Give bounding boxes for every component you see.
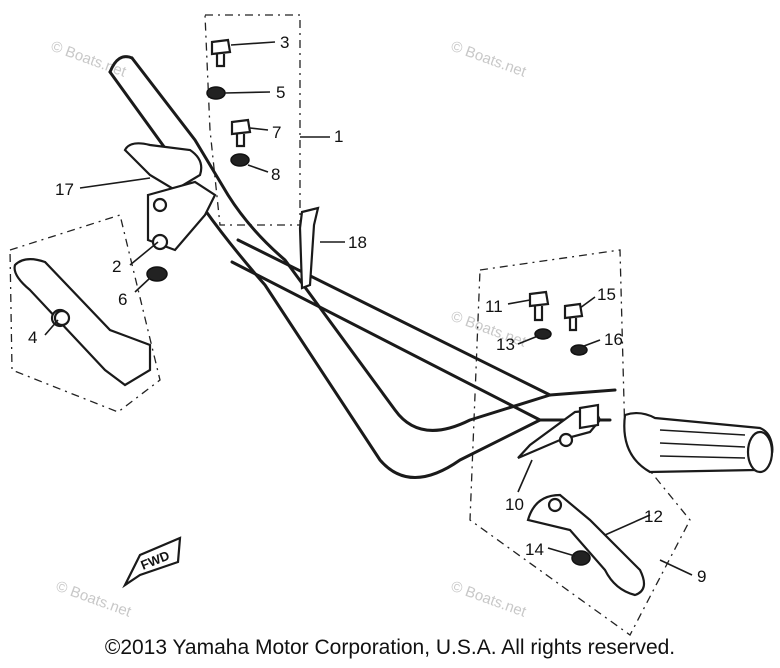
bolt-15	[563, 302, 584, 332]
watermark: © Boats.net	[449, 578, 529, 621]
callout-5: 5	[276, 83, 285, 102]
washer-8	[230, 153, 250, 167]
callout-16: 16	[604, 330, 623, 349]
holder-2-bolt-hole	[152, 197, 168, 213]
bolt-7	[230, 118, 252, 148]
bolt-3	[210, 38, 232, 68]
callout-1: 1	[334, 127, 343, 146]
left-lever-blade	[13, 258, 152, 387]
bracket-17	[123, 142, 203, 192]
handlebar	[108, 55, 617, 479]
bolt-11	[528, 290, 550, 322]
holder-2-pivot	[151, 233, 169, 251]
holder-10-clamp	[578, 403, 600, 430]
callout-10: 10	[505, 495, 524, 514]
group-1-outline	[204, 14, 301, 226]
copyright-notice: ©2013 Yamaha Motor Corporation, U.S.A. A…	[104, 636, 676, 659]
nut-6	[146, 266, 168, 282]
fasteners	[53, 38, 591, 566]
washer-4	[53, 309, 71, 327]
fwd-arrow: FWD	[122, 536, 182, 589]
callout-2: 2	[112, 257, 121, 276]
callout-9: 9	[697, 567, 706, 586]
watermarks: © Boats.net © Boats.net © Boats.net © Bo…	[49, 38, 529, 621]
callout-11: 11	[485, 297, 503, 316]
callout-labels: 1 2 3 4 5 6 7 8 9 10 11 12 13 14 15 16 1…	[28, 33, 706, 586]
holder-10-bolt	[558, 432, 574, 448]
watermark: © Boats.net	[54, 578, 134, 621]
callout-14: 14	[525, 540, 544, 559]
callout-12: 12	[644, 507, 663, 526]
leader-lines	[44, 41, 693, 576]
group-9-outline	[469, 249, 691, 636]
group-outlines	[9, 14, 691, 636]
fwd-arrow-shape	[122, 536, 182, 589]
grip	[623, 411, 774, 474]
callout-7: 7	[272, 123, 281, 142]
callout-13: 13	[496, 335, 515, 354]
right-lever-blade	[526, 493, 646, 597]
handlebar-tube-lower	[130, 56, 617, 432]
nut-14	[571, 550, 591, 566]
right-lever-holder	[517, 403, 602, 460]
crossbar-upper	[230, 260, 542, 422]
handlebar-tube-upper	[108, 70, 612, 479]
left-lever	[13, 258, 152, 387]
grip-end	[746, 430, 774, 474]
holder-2	[146, 180, 217, 252]
right-lever-pivot	[547, 497, 563, 513]
callout-15: 15	[597, 285, 616, 304]
left-lever-holder	[123, 142, 217, 252]
callout-8: 8	[271, 165, 280, 184]
callout-6: 6	[118, 290, 127, 309]
right-lever	[526, 493, 646, 597]
watermark: © Boats.net	[449, 38, 529, 81]
washer-16	[570, 344, 588, 356]
handlebar-end-left	[108, 55, 134, 74]
grip-texture	[659, 429, 746, 459]
callout-3: 3	[280, 33, 289, 52]
washer-5	[206, 86, 226, 100]
callout-4: 4	[28, 328, 37, 347]
callout-17: 17	[55, 180, 74, 199]
crossbar-lower	[236, 238, 552, 397]
cable-tie-18	[298, 206, 320, 290]
washer-13	[534, 328, 552, 340]
callout-18: 18	[348, 233, 367, 252]
